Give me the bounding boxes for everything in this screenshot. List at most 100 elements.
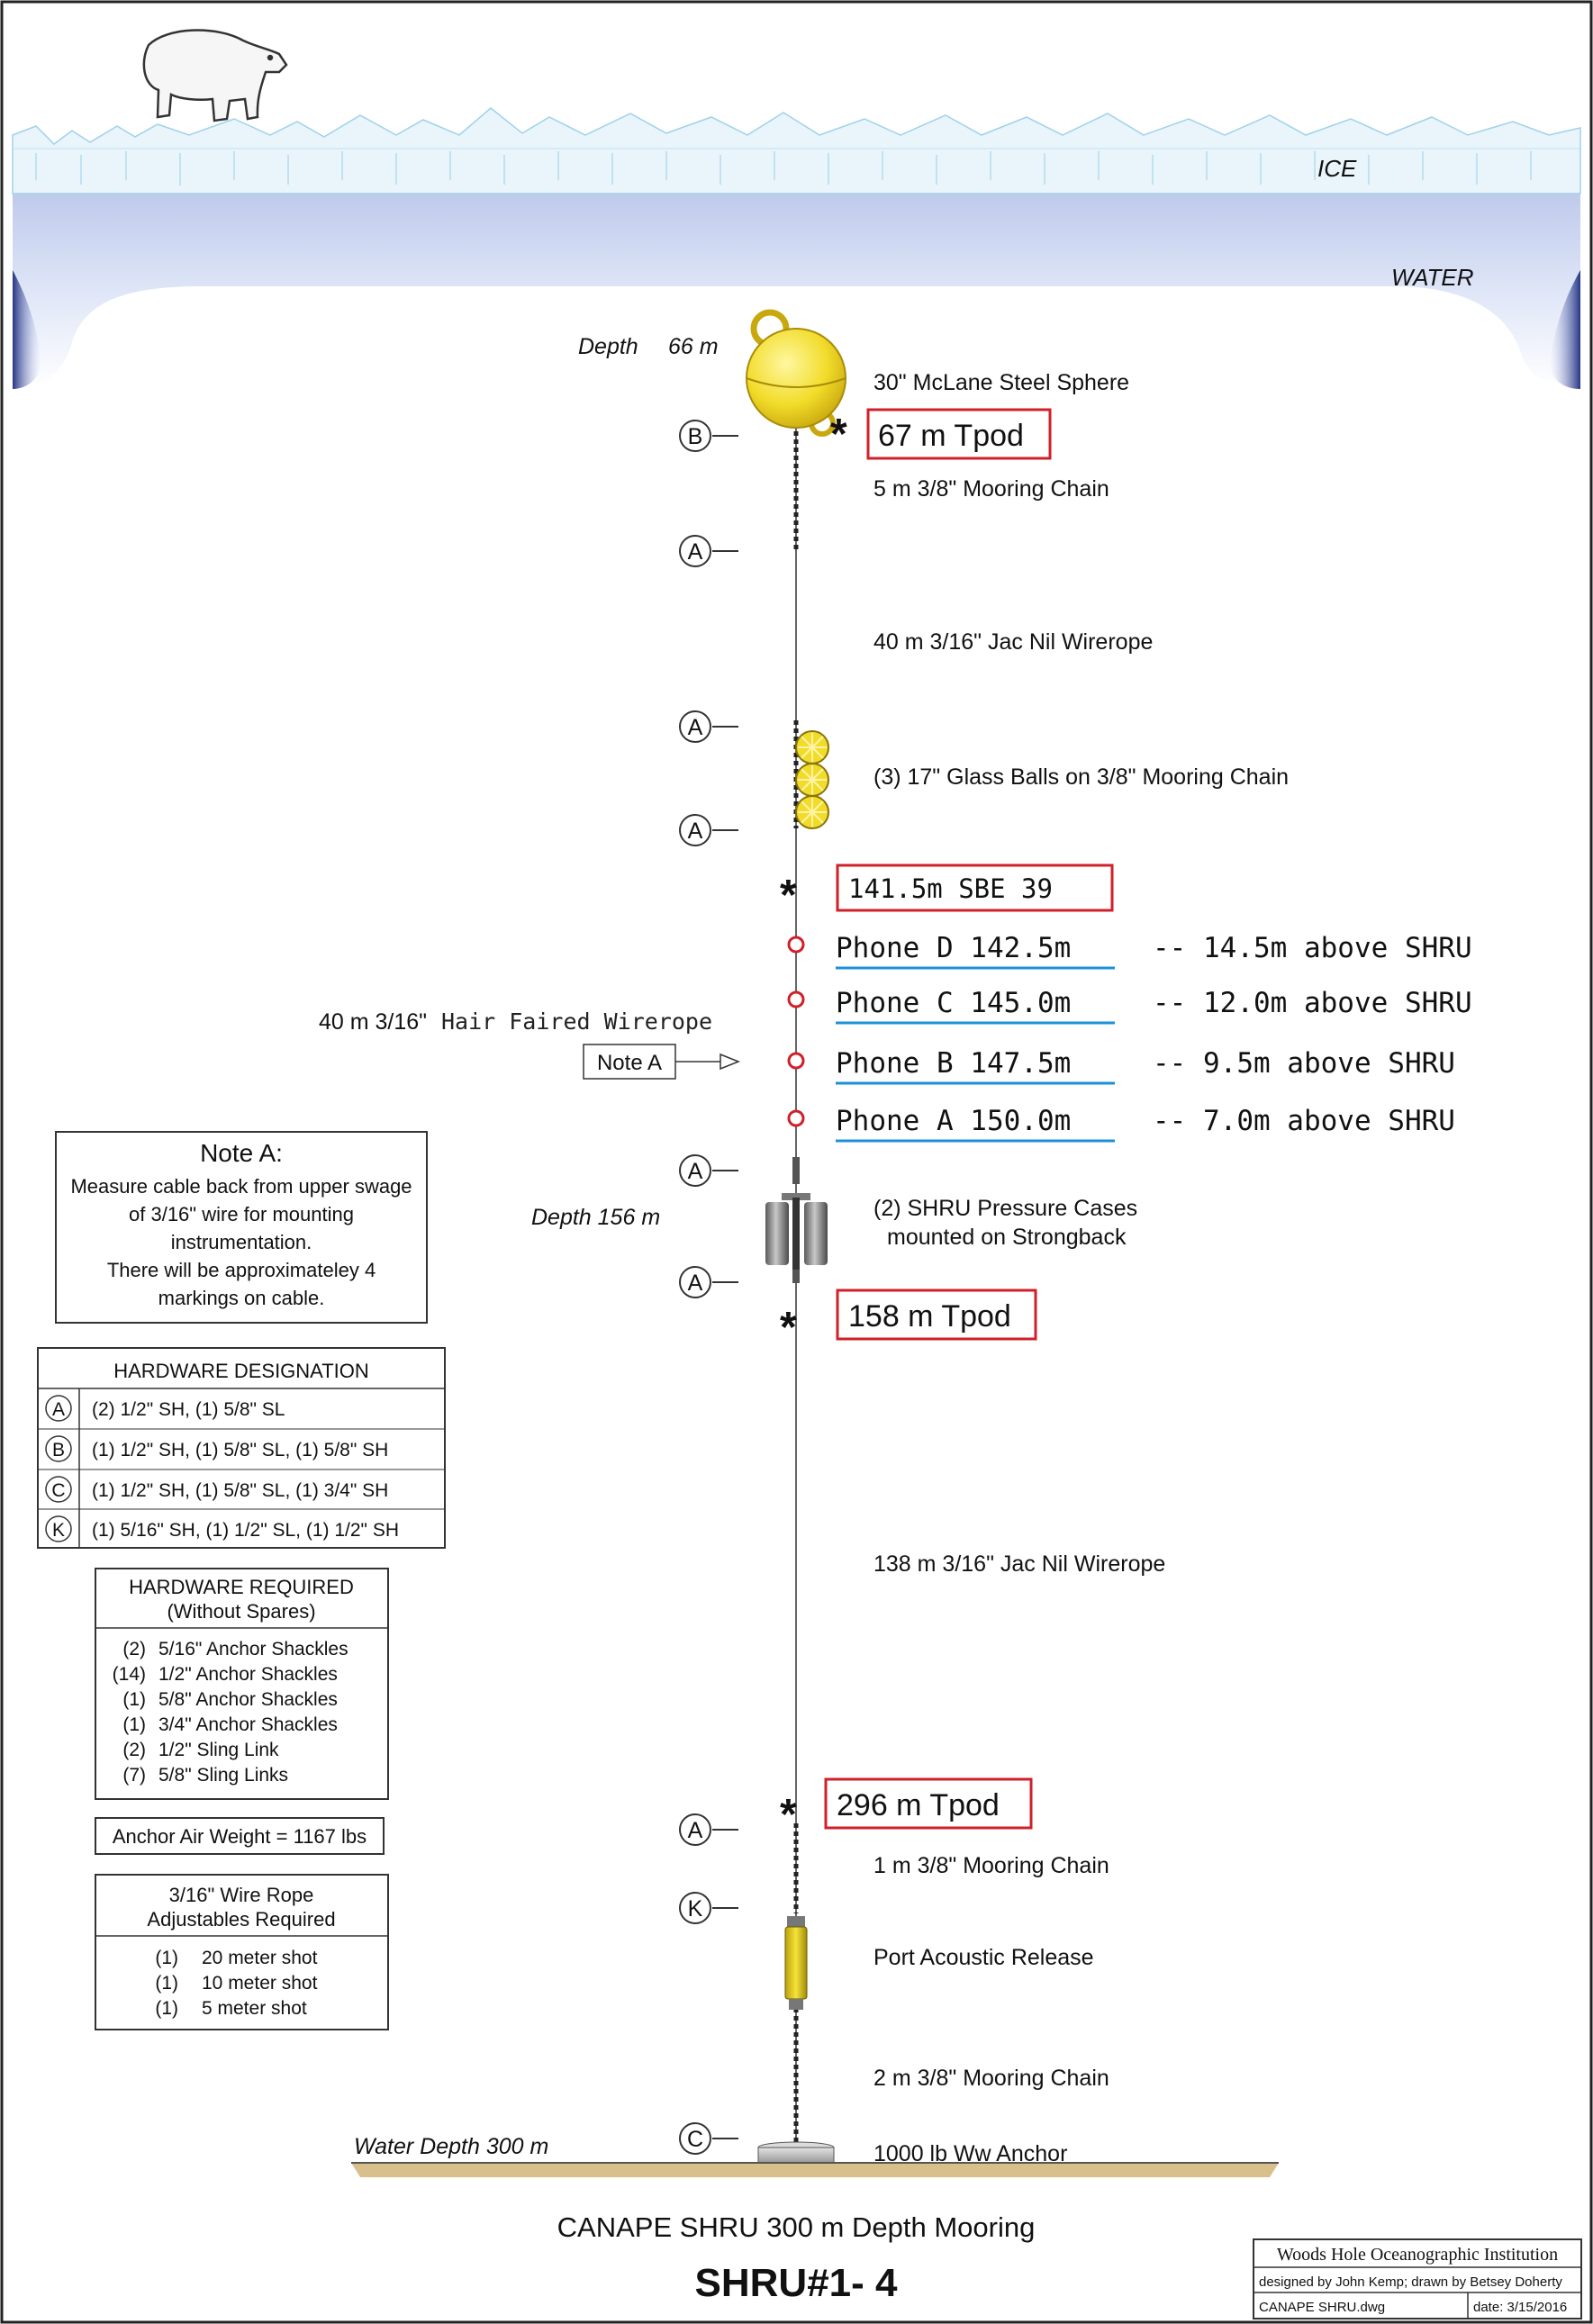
- note-a-line: of 3/16" wire for mounting: [129, 1203, 354, 1225]
- sensor-asterisk-icon: *: [780, 872, 797, 919]
- glass-balls: [795, 730, 829, 829]
- required-item: 5/16" Anchor Shackles: [158, 1639, 348, 1659]
- required-item: 3/4" Anchor Shackles: [158, 1714, 338, 1735]
- org-name: Woods Hole Oceanographic Institution: [1277, 2245, 1558, 2265]
- chain2-label: 1 m 3/8" Mooring Chain: [873, 1853, 1109, 1878]
- required-qty: (2): [122, 1740, 146, 1760]
- phone-label: Phone B 147.5m: [836, 1047, 1071, 1080]
- note-a-title: Note A:: [200, 1139, 283, 1167]
- designation-text: (1) 1/2" SH, (1) 5/8" SL, (1) 5/8" SH: [92, 1440, 388, 1460]
- wire-rope-qty: (1): [155, 1948, 178, 1968]
- svg-text:B: B: [688, 424, 703, 449]
- tag-tpod-67: * 67 m Tpod: [830, 408, 1052, 460]
- sensor-asterisk-icon: *: [830, 411, 847, 458]
- required-qty: (1): [122, 1689, 146, 1710]
- phone-item: Phone D 142.5m -- 14.5m above SHRU: [787, 932, 1472, 970]
- shru-label-line1: (2) SHRU Pressure Cases: [873, 1196, 1137, 1221]
- svg-text:A: A: [688, 818, 703, 844]
- note-a-line: markings on cable.: [158, 1287, 325, 1309]
- haired-wire-prefix: 40 m 3/16": [319, 1009, 427, 1035]
- anchor-weight-text: Anchor Air Weight = 1167 lbs: [113, 1825, 367, 1848]
- callout: A: [679, 535, 738, 567]
- phone-circle-icon: [787, 1052, 805, 1070]
- depth-mid-label: Depth 156 m: [531, 1205, 660, 1230]
- tag-tpod-67-text: 67 m Tpod: [878, 419, 1024, 453]
- note-a-pointer: Note A: [583, 1044, 741, 1080]
- phone-item: Phone C 145.0m -- 12.0m above SHRU: [787, 987, 1472, 1025]
- chain1-label: 5 m 3/8" Mooring Chain: [873, 476, 1109, 502]
- glass-balls-label: (3) 17" Glass Balls on 3/8" Mooring Chai…: [873, 764, 1289, 790]
- hardware-designation-title: HARDWARE DESIGNATION: [113, 1360, 369, 1382]
- note-a-line: Measure cable back from upper swage: [70, 1175, 412, 1198]
- callout: B: [679, 420, 738, 452]
- svg-text:A: A: [688, 539, 703, 565]
- designation-code: K: [52, 1520, 65, 1541]
- callout: A: [679, 710, 738, 743]
- designation-code: C: [51, 1480, 65, 1501]
- hardware-callouts: B A A A A A A K C: [679, 420, 738, 2155]
- callout: A: [679, 1813, 738, 1846]
- tag-sbe-39-text: 141.5m SBE 39: [848, 873, 1053, 904]
- water-label: WATER: [1391, 264, 1473, 291]
- svg-text:A: A: [688, 1159, 703, 1184]
- svg-text:A: A: [688, 1818, 703, 1843]
- svg-text:A: A: [688, 715, 703, 740]
- phone-list: Phone D 142.5m -- 14.5m above SHRU Phone…: [787, 932, 1472, 1143]
- hardware-required-title: HARDWARE REQUIRED: [129, 1576, 354, 1598]
- title-block: Woods Hole Oceanographic Institution des…: [1253, 2238, 1582, 2319]
- chain3-label: 2 m 3/8" Mooring Chain: [873, 2066, 1109, 2091]
- diagram-subtitle: SHRU#1- 4: [695, 2261, 898, 2305]
- steel-sphere: [746, 309, 846, 437]
- hardware-required-table: HARDWARE REQUIRED (Without Spares) (2)5/…: [95, 1568, 389, 1800]
- svg-text:K: K: [688, 1896, 703, 1922]
- callout: A: [679, 1266, 738, 1298]
- wire-rope-subtitle: Adjustables Required: [147, 1908, 335, 1931]
- svg-text:A: A: [688, 1271, 703, 1296]
- anchor-weight: [757, 2141, 835, 2166]
- phone-item: Phone A 150.0m -- 7.0m above SHRU: [787, 1105, 1455, 1143]
- water-depth-label: Water Depth 300 m: [354, 2134, 548, 2159]
- note-a-box: Note A: Measure cable back from upper sw…: [55, 1131, 428, 1324]
- callout: A: [679, 1154, 738, 1187]
- phone-item: Phone B 147.5m -- 9.5m above SHRU: [787, 1047, 1455, 1085]
- phone-note: -- 9.5m above SHRU: [1153, 1047, 1455, 1080]
- phone-note: -- 14.5m above SHRU: [1153, 932, 1472, 964]
- phone-circle-icon: [787, 936, 805, 954]
- credits: designed by John Kemp; drawn by Betsey D…: [1259, 2274, 1562, 2290]
- acoustic-release: [784, 1916, 808, 2010]
- wire2-label: 138 m 3/16" Jac Nil Wirerope: [873, 1551, 1165, 1577]
- tag-tpod-296-text: 296 m Tpod: [837, 1788, 1000, 1822]
- phone-label: Phone A 150.0m: [836, 1105, 1071, 1137]
- anchor-label: 1000 lb Ww Anchor: [873, 2141, 1067, 2166]
- required-item: 1/2" Anchor Shackles: [158, 1664, 338, 1685]
- required-qty: (2): [122, 1639, 146, 1659]
- designation-text: (1) 5/16" SH, (1) 1/2" SL, (1) 1/2" SH: [92, 1520, 399, 1541]
- wire-rope-qty: (1): [155, 1973, 178, 1994]
- wire-rope-title: 3/16" Wire Rope: [169, 1884, 314, 1906]
- wire-rope-qty: (1): [155, 1998, 178, 2019]
- haired-wire-suffix: Hair Faired Wirerope: [441, 1008, 712, 1035]
- shru-pressure-cases: [765, 1193, 828, 1270]
- tag-tpod-158-text: 158 m Tpod: [848, 1299, 1011, 1334]
- svg-text:C: C: [687, 2127, 703, 2152]
- required-qty: (14): [113, 1664, 146, 1685]
- arrow-right-icon: [720, 1053, 741, 1071]
- phone-label: Phone C 145.0m: [836, 987, 1071, 1019]
- designation-code: B: [52, 1440, 65, 1460]
- wire-rope-table: 3/16" Wire Rope Adjustables Required (1)…: [95, 1874, 389, 2030]
- wire-rope-item: 10 meter shot: [202, 1973, 318, 1994]
- note-a-line: There will be approximateley 4: [107, 1259, 376, 1281]
- seabed: [351, 2162, 1279, 2177]
- sphere-label: 30" McLane Steel Sphere: [873, 370, 1129, 395]
- required-qty: (1): [122, 1714, 146, 1735]
- phone-label: Phone D 142.5m: [836, 932, 1071, 964]
- designation-code: A: [52, 1399, 65, 1420]
- wire-rope-item: 20 meter shot: [202, 1948, 318, 1968]
- phone-note: -- 12.0m above SHRU: [1153, 987, 1472, 1019]
- ice-water-band: [12, 107, 1581, 389]
- tag-sbe-39: * 141.5m SBE 39: [780, 864, 1114, 919]
- wire-rope-item: 5 meter shot: [202, 1998, 307, 2019]
